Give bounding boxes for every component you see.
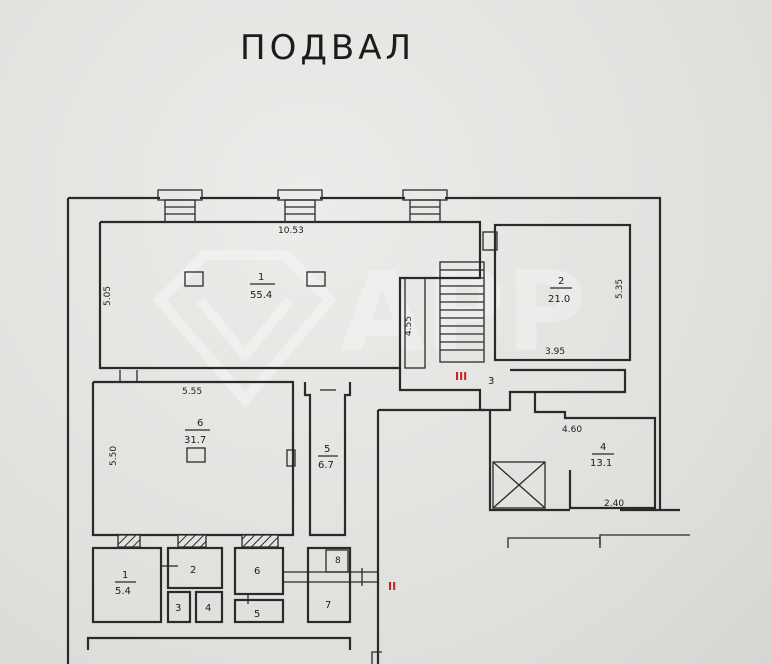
marker-iii: III bbox=[455, 370, 467, 383]
small-room-6-label: 6 bbox=[254, 566, 260, 577]
room-4: 4.60 4 13.1 2.40 bbox=[488, 392, 657, 512]
room-3-label: 3 bbox=[488, 376, 494, 387]
room-5-label: 5 bbox=[324, 444, 330, 455]
room-4-dimension-2: 2.40 bbox=[604, 499, 624, 509]
small-room-4-label: 4 bbox=[205, 603, 211, 614]
small-room-3: 3 bbox=[166, 590, 192, 624]
room-1: 1 55.4 10.53 5.05 bbox=[98, 220, 482, 370]
small-room-4: 4 bbox=[194, 590, 224, 624]
small-room-2: 2 bbox=[162, 534, 224, 590]
room-6: 5.55 6 31.7 5.50 bbox=[91, 370, 296, 537]
watermark-text: APP bbox=[340, 248, 586, 376]
room-5-area: 6.7 bbox=[318, 460, 334, 471]
small-room-7-label: 7 bbox=[325, 600, 331, 611]
room-4-area: 13.1 bbox=[590, 458, 612, 469]
small-room-8-label: 8 bbox=[335, 556, 341, 566]
room-6-dimension: 5.55 bbox=[182, 387, 202, 397]
small-room-3-label: 3 bbox=[175, 603, 181, 614]
small-room-2-label: 2 bbox=[190, 565, 196, 576]
room-2-dimension: 3.95 bbox=[545, 347, 565, 357]
room-1-label: 1 bbox=[258, 272, 264, 283]
room-2-side: 5.35 bbox=[615, 279, 625, 299]
watermark-logo: APP bbox=[153, 248, 586, 408]
bottom-right-walls bbox=[371, 408, 690, 664]
stair-dimension: 4.55 bbox=[404, 316, 414, 336]
room-1-dimension: 10.53 bbox=[278, 226, 304, 236]
small-room-5-label: 5 bbox=[254, 609, 260, 620]
marker-ii: II bbox=[388, 580, 396, 593]
bottom-walls bbox=[86, 636, 352, 650]
room-4-label: 4 bbox=[600, 442, 606, 453]
plan-title: ПОДВАЛ bbox=[240, 28, 416, 68]
window-well bbox=[157, 189, 203, 223]
window-well bbox=[402, 189, 448, 223]
small-room-8: 8 bbox=[325, 549, 349, 573]
room-2-label: 2 bbox=[558, 276, 564, 287]
small-room-1: 1 5.4 bbox=[91, 534, 163, 624]
window-well bbox=[277, 189, 323, 223]
small-room-6: 6 bbox=[233, 534, 285, 596]
room-6-area: 31.7 bbox=[184, 435, 206, 446]
outer-walls bbox=[66, 196, 680, 664]
room-1-area: 55.4 bbox=[250, 290, 272, 301]
room-6-label: 6 bbox=[197, 418, 203, 429]
staircase: 4.55 bbox=[404, 261, 485, 369]
room-2: 2 21.0 3.95 5.35 bbox=[482, 223, 632, 362]
corridor-ii: II bbox=[283, 568, 396, 593]
room-3-corridor: III 3 bbox=[398, 368, 627, 412]
room-2-area: 21.0 bbox=[548, 294, 570, 305]
room-1-side: 5.05 bbox=[103, 286, 113, 306]
small-room-5: 5 bbox=[233, 594, 285, 624]
room-6-side: 5.50 bbox=[109, 446, 119, 466]
small-room-1-label: 1 bbox=[122, 570, 128, 581]
room-4-dimension: 4.60 bbox=[562, 425, 582, 435]
small-room-7: 7 bbox=[306, 546, 352, 624]
small-room-1-area: 5.4 bbox=[115, 586, 131, 597]
room-5: 5 6.7 bbox=[303, 382, 352, 537]
